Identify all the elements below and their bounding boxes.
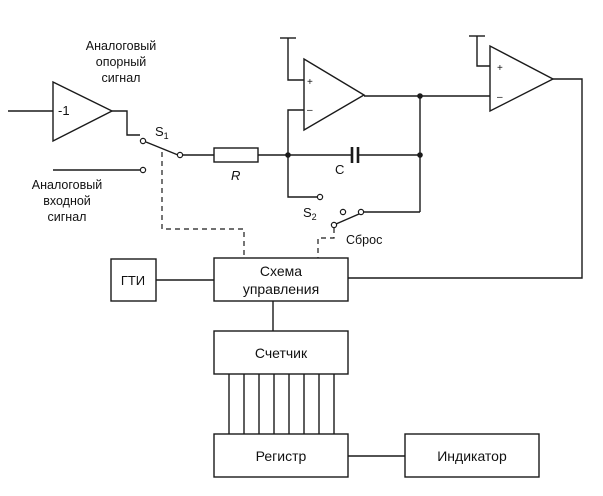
clock-label: ГТИ — [121, 273, 145, 288]
counter-block: Счетчик — [213, 330, 349, 375]
svg-text:Счетчик: Счетчик — [255, 345, 308, 361]
switch-s2-label: S2 — [303, 205, 317, 222]
svg-text:Регистр: Регистр — [256, 448, 307, 464]
svg-text:входной: входной — [43, 194, 91, 208]
integrator-plus-ground — [287, 38, 304, 81]
register-block: Регистр — [213, 433, 349, 478]
svg-text:Аналоговый: Аналоговый — [86, 39, 156, 53]
svg-text:+: + — [497, 63, 503, 74]
svg-text:–: – — [497, 92, 503, 103]
resistor-label: R — [231, 168, 240, 183]
analog-input-label: Аналоговый входной сигнал — [32, 178, 102, 224]
resistor-r: R — [213, 147, 259, 183]
analog-reference-label: Аналоговый опорный сигнал — [86, 39, 156, 85]
switch-s2: S2 Сброс — [303, 193, 382, 247]
reset-label: Сброс — [346, 233, 382, 247]
switch-s1-label: S1 — [155, 124, 169, 141]
svg-text:Схема: Схема — [260, 263, 302, 279]
comparator-opamp: + – — [489, 44, 555, 113]
svg-text:+: + — [307, 77, 313, 88]
comparator-plus-ground — [476, 36, 490, 67]
inverter-label: -1 — [58, 103, 70, 118]
svg-text:Индикатор: Индикатор — [437, 448, 507, 464]
s2-control-dashed — [317, 228, 335, 258]
svg-text:сигнал: сигнал — [102, 71, 141, 85]
svg-text:управления: управления — [243, 281, 319, 297]
svg-text:Аналоговый: Аналоговый — [32, 178, 102, 192]
capacitor-label: C — [335, 162, 344, 177]
clock-generator-block: ГТИ — [110, 258, 157, 302]
inverter-amplifier: -1 — [52, 80, 114, 143]
data-bus — [228, 374, 335, 434]
control-block: Схема управления — [213, 257, 349, 302]
svg-text:–: – — [307, 105, 313, 116]
inverter-output-wire — [112, 110, 140, 136]
svg-text:сигнал: сигнал — [48, 210, 87, 224]
comparator-output-wire — [348, 78, 583, 279]
integrator-opamp: + – — [303, 57, 366, 132]
capacitor-c: C — [288, 147, 420, 177]
s1-control-dashed — [161, 152, 245, 258]
switch-s1: S1 — [139, 124, 184, 174]
svg-text:опорный: опорный — [96, 55, 147, 69]
indicator-block: Индикатор — [404, 433, 540, 478]
